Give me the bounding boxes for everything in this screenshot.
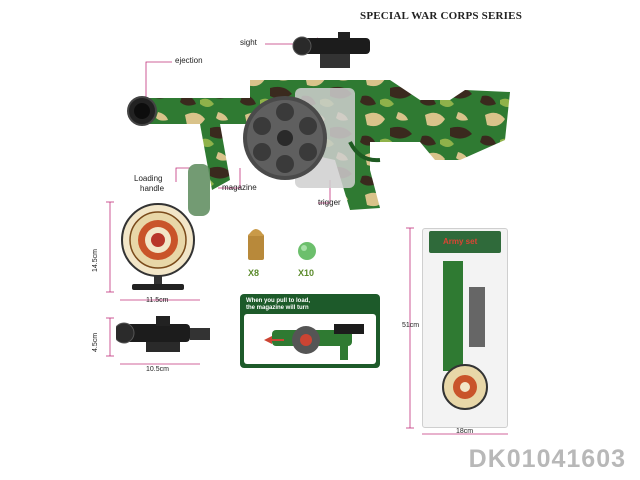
loading-handle-leader-line: [175, 167, 190, 182]
loading-handle-label-line1: Loading: [134, 174, 163, 183]
trigger-label: trigger: [318, 198, 341, 207]
bullet-quantity: X8: [248, 268, 260, 278]
ball-quantity: X10: [298, 268, 315, 278]
package-contents: [442, 261, 488, 410]
bullet-image: [248, 229, 264, 260]
inset-launcher-image: [264, 324, 364, 360]
target-board-image: [121, 203, 195, 290]
package-dimension-lines: [406, 227, 508, 435]
scope-height-label: 4.5cm: [92, 332, 99, 352]
series-title: SPECIAL WAR CORPS SERIES: [360, 10, 523, 22]
package-height-label: 51cm: [402, 322, 420, 329]
ejection-leader-line: [145, 61, 172, 100]
scope-dimension-lines: [106, 317, 200, 365]
package-width-label: 18cm: [456, 428, 474, 435]
scope-accessory-image: [116, 316, 210, 352]
target-width-label: 11.5cm: [146, 297, 169, 304]
inset-note-line1: When you pull to load,: [246, 298, 310, 304]
ejection-label: ejection: [175, 56, 203, 65]
grenade-launcher-image: [127, 32, 510, 216]
sight-scope: [292, 32, 370, 68]
drum-magazine: [243, 88, 355, 188]
package-header: Army set: [429, 231, 501, 253]
magazine-leader-line: [218, 168, 241, 189]
magazine-label: magazine: [222, 183, 257, 192]
inset-note-line2: the magazine will turn: [246, 305, 309, 311]
target-height-label: 14.5cm: [92, 249, 99, 272]
loading-handle-label-line2: handle: [140, 184, 165, 193]
target-dimension-lines: [106, 201, 200, 301]
product-sku: DK01041603: [468, 445, 626, 473]
sight-label: sight: [240, 38, 257, 47]
magazine-inset-panel: When you pull to load, the magazine will…: [240, 294, 380, 368]
inset-image-area: [244, 314, 376, 364]
foam-ball-image: [298, 242, 316, 260]
package-image: Army set: [422, 228, 508, 428]
scope-width-label: 10.5cm: [146, 366, 169, 373]
package-label: Army set: [443, 237, 478, 246]
